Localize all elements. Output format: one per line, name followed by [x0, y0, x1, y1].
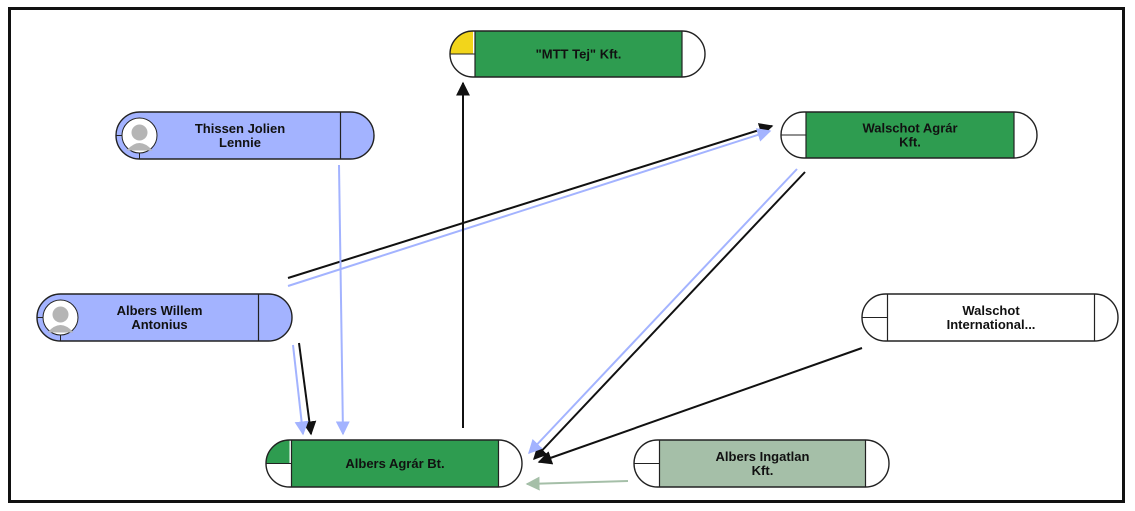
node-outline	[36, 293, 293, 342]
node-label: "MTT Tej" Kft.	[536, 47, 622, 62]
node-outline	[449, 30, 706, 78]
node-albers_agrar[interactable]: Albers Agrár Bt.	[265, 439, 523, 488]
edge-albers_willem-to-albers_agrar	[298, 342, 317, 436]
node-quadrant	[266, 440, 290, 464]
edge-walschot_agrar-to-albers_agrar	[533, 171, 806, 461]
node-label: Kft.	[752, 463, 774, 478]
node-outline	[633, 439, 890, 488]
node-fill	[116, 112, 374, 159]
node-mtt[interactable]: "MTT Tej" Kft.	[449, 30, 706, 78]
edges-layer	[287, 81, 863, 491]
node-quadrant	[450, 31, 473, 54]
node-label: Albers Ingatlan	[716, 449, 810, 464]
node-label: Antonius	[131, 317, 187, 332]
node-label: Albers Agrár Bt.	[345, 456, 444, 471]
node-outline	[780, 111, 1038, 159]
edge-albers_willem-to-walschot_agrar	[287, 123, 774, 279]
node-label: Thissen Jolien	[195, 121, 285, 136]
node-outline	[265, 439, 523, 488]
edge-walschot_agrar-to-albers_agrar	[528, 168, 798, 455]
edge-albers_willem-to-walschot_agrar	[287, 128, 772, 287]
node-label: Walschot	[962, 303, 1020, 318]
node-fill	[887, 294, 1095, 341]
person-silhouette-icon	[42, 299, 79, 336]
node-fill	[806, 112, 1014, 158]
node-label: Albers Willem	[117, 303, 203, 318]
node-label: Walschot Agrár	[862, 121, 957, 136]
node-fill	[475, 31, 682, 77]
edge-albers_willem-to-albers_agrar	[292, 344, 309, 436]
edge-albers_ingatlan-to-albers_agrar	[525, 476, 629, 491]
edge-thissen-to-albers_agrar	[335, 164, 350, 436]
diagram-frame	[8, 7, 1125, 503]
node-label: Lennie	[219, 135, 261, 150]
nodes-layer: "MTT Tej" Kft.Thissen JolienLennieWalsch…	[36, 30, 1119, 488]
node-label: Kft.	[899, 135, 921, 150]
node-fill	[659, 440, 866, 487]
node-fill	[37, 294, 292, 341]
node-walschot_int[interactable]: WalschotInternational...	[861, 293, 1119, 342]
node-outline	[115, 111, 375, 160]
person-silhouette-icon	[121, 117, 158, 154]
edge-walschot_int-to-albers_agrar	[537, 347, 863, 465]
node-label: International...	[947, 317, 1036, 332]
node-outline	[861, 293, 1119, 342]
node-fill	[291, 440, 499, 487]
